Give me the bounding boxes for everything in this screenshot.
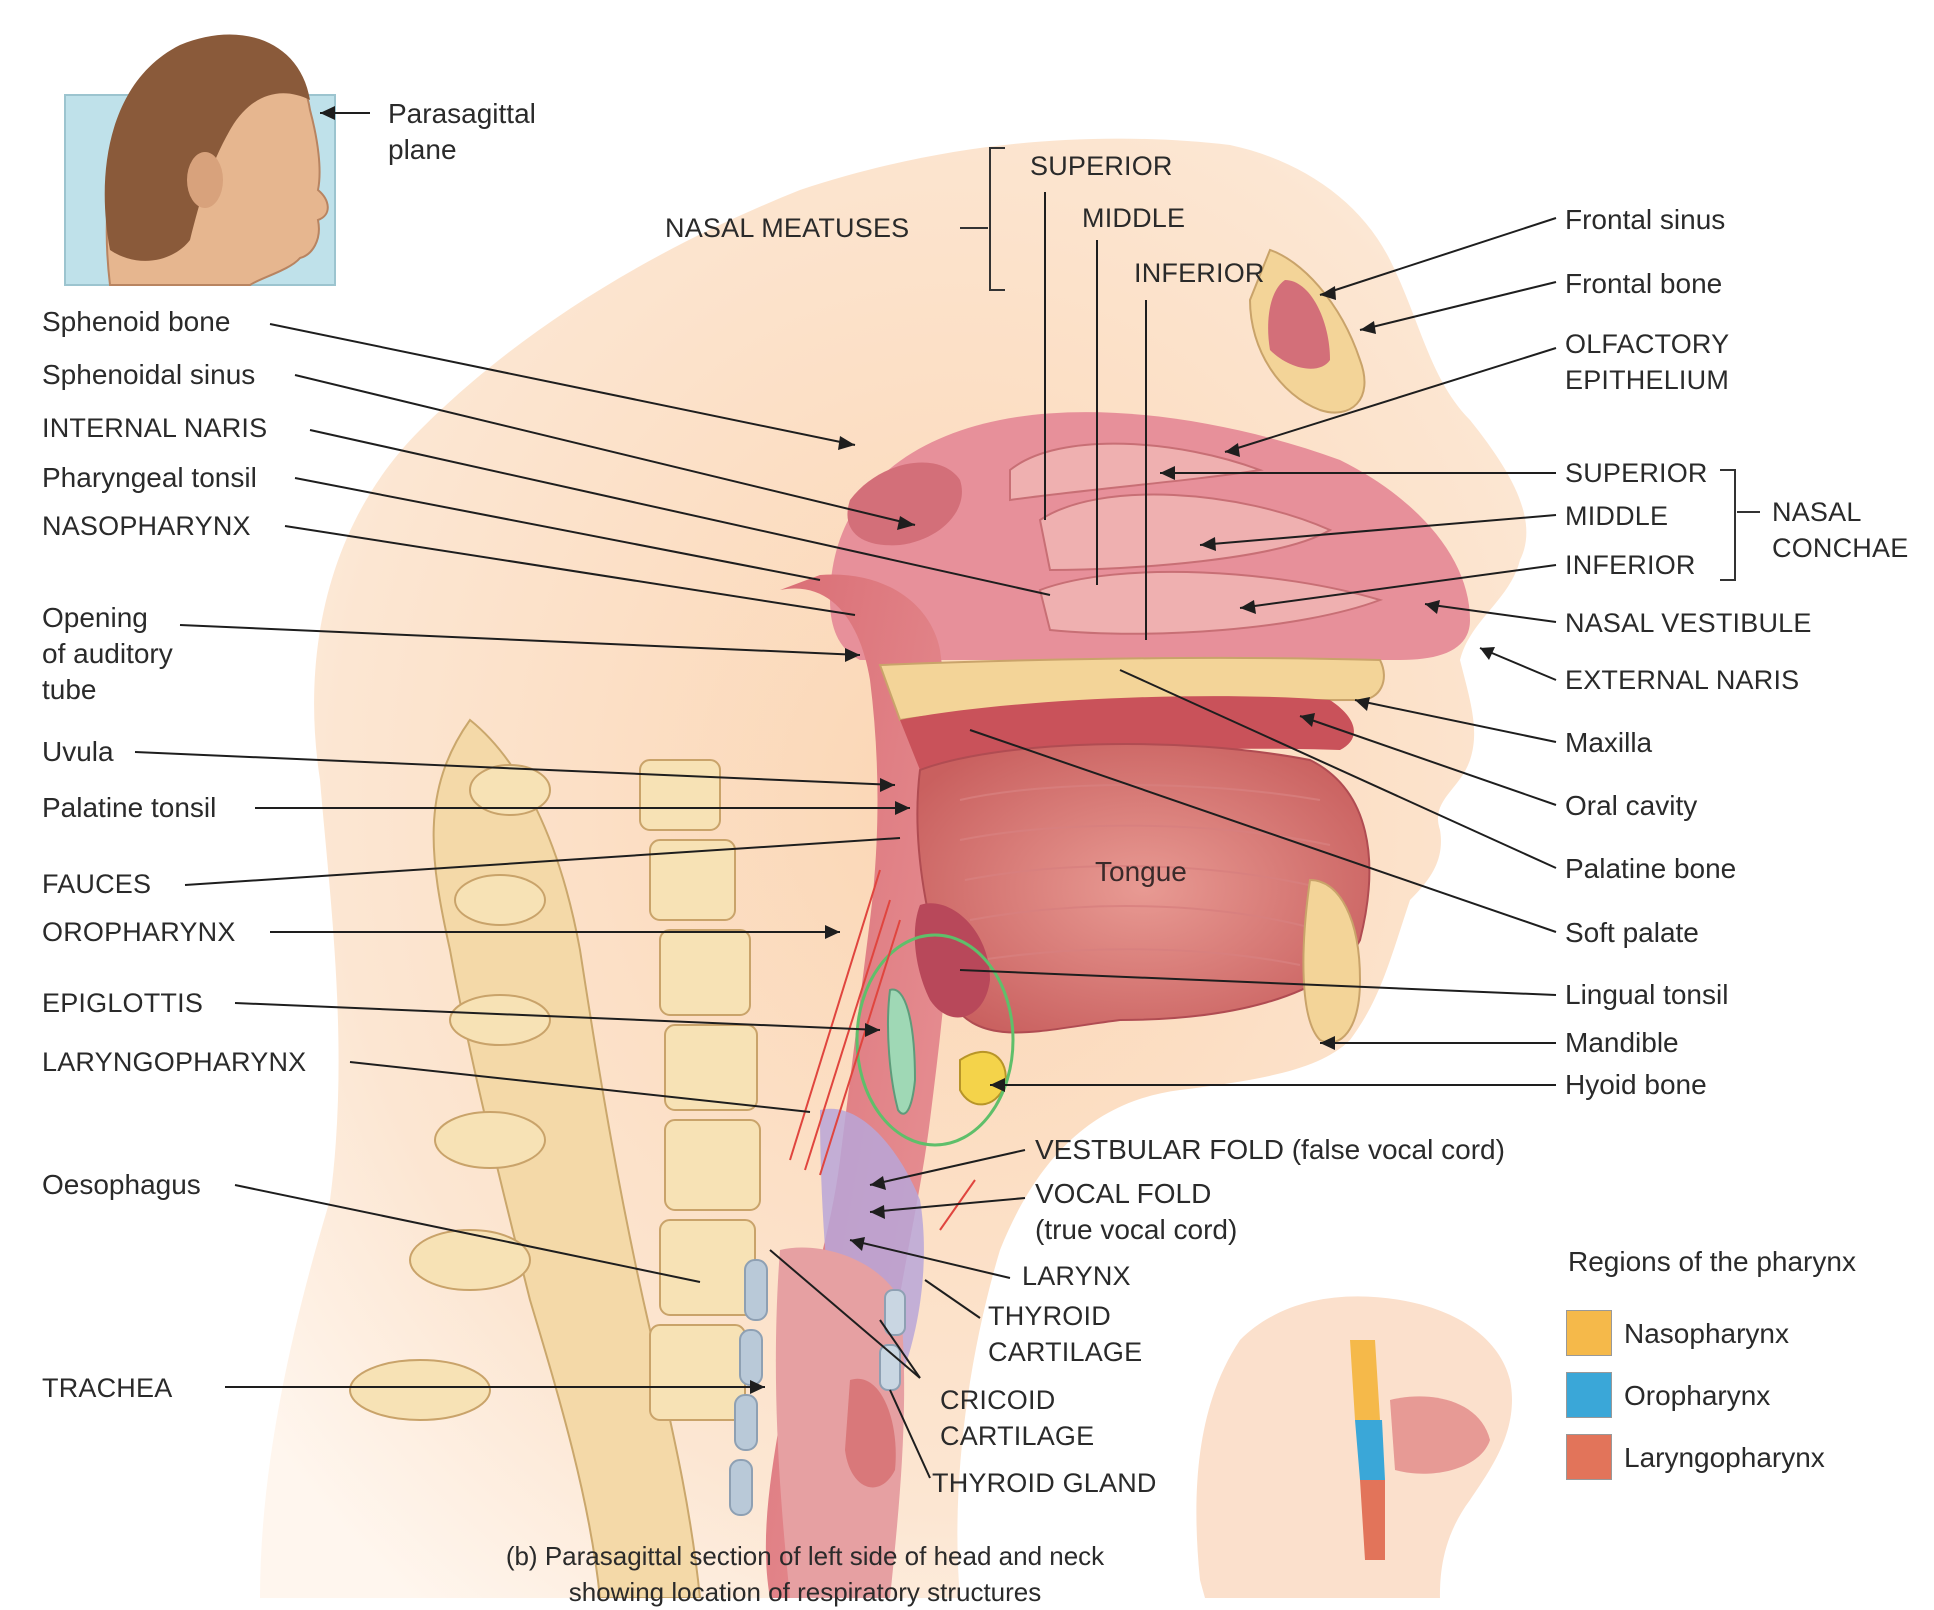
label-tongue: Tongue xyxy=(1095,856,1187,888)
label-nasopharynx: NASOPHARYNX xyxy=(42,508,251,544)
label-nasal-meatuses: NASAL MEATUSES xyxy=(665,210,909,246)
label-mandible: Mandible xyxy=(1565,1025,1679,1061)
legend-label-nasopharynx: Nasopharynx xyxy=(1624,1316,1789,1352)
label-nasal-vestibule: NASAL VESTIBULE xyxy=(1565,605,1812,641)
label-fauces: FAUCES xyxy=(42,866,151,902)
label-vocal-fold: VOCAL FOLD(true vocal cord) xyxy=(1035,1176,1237,1248)
label-sphenoid-bone: Sphenoid bone xyxy=(42,304,230,340)
legend-label-laryngopharynx: Laryngopharynx xyxy=(1624,1440,1825,1476)
pharynx-regions-inset xyxy=(1196,1296,1512,1598)
legend-label-oropharynx: Oropharynx xyxy=(1624,1378,1770,1414)
figure-caption: (b) Parasagittal section of left side of… xyxy=(405,1538,1205,1610)
label-oral-cavity: Oral cavity xyxy=(1565,788,1697,824)
label-epiglottis: EPIGLOTTIS xyxy=(42,985,203,1021)
label-trachea: TRACHEA xyxy=(42,1370,172,1406)
label-palatine-tonsil: Palatine tonsil xyxy=(42,790,216,826)
legend-swatch-nasopharynx xyxy=(1566,1310,1612,1356)
label-vestibular-fold: VESTBULAR FOLD (false vocal cord) xyxy=(1035,1132,1505,1168)
label-uvula: Uvula xyxy=(42,734,114,770)
label-external-naris: EXTERNAL NARIS xyxy=(1565,662,1799,698)
label-frontal-bone: Frontal bone xyxy=(1565,266,1722,302)
label-concha-inferior: INFERIOR xyxy=(1565,547,1696,583)
conchae-bracket xyxy=(1720,470,1760,580)
label-laryngopharynx: LARYNGOPHARYNX xyxy=(42,1044,306,1080)
label-hyoid-bone: Hyoid bone xyxy=(1565,1067,1707,1103)
hyoid-shape xyxy=(960,1052,1006,1105)
legend-title: Regions of the pharynx xyxy=(1568,1244,1856,1280)
label-meatus-inferior: INFERIOR xyxy=(1134,255,1265,291)
label-palatine-bone: Palatine bone xyxy=(1565,851,1736,887)
label-oesophagus: Oesophagus xyxy=(42,1167,201,1203)
label-pharyngeal-tonsil: Pharyngeal tonsil xyxy=(42,460,257,496)
label-meatus-superior: SUPERIOR xyxy=(1030,148,1173,184)
legend-swatch-laryngopharynx xyxy=(1566,1434,1612,1480)
label-frontal-sinus: Frontal sinus xyxy=(1565,202,1725,238)
label-oropharynx: OROPHARYNX xyxy=(42,914,236,950)
label-concha-middle: MIDDLE xyxy=(1565,498,1668,534)
inset-head xyxy=(65,34,335,285)
label-maxilla: Maxilla xyxy=(1565,725,1652,761)
inset-head-ear xyxy=(187,152,223,208)
label-internal-naris: INTERNAL NARIS xyxy=(42,410,267,446)
label-concha-superior: SUPERIOR xyxy=(1565,455,1708,491)
label-soft-palate: Soft palate xyxy=(1565,915,1699,951)
label-meatus-middle: MIDDLE xyxy=(1082,200,1185,236)
label-sphenoidal-sinus: Sphenoidal sinus xyxy=(42,357,255,393)
legend-swatch-oropharynx xyxy=(1566,1372,1612,1418)
label-lingual-tonsil: Lingual tonsil xyxy=(1565,977,1728,1013)
label-larynx: LARYNX xyxy=(1022,1258,1131,1294)
label-thyroid-gland: THYROID GLAND xyxy=(932,1465,1157,1501)
